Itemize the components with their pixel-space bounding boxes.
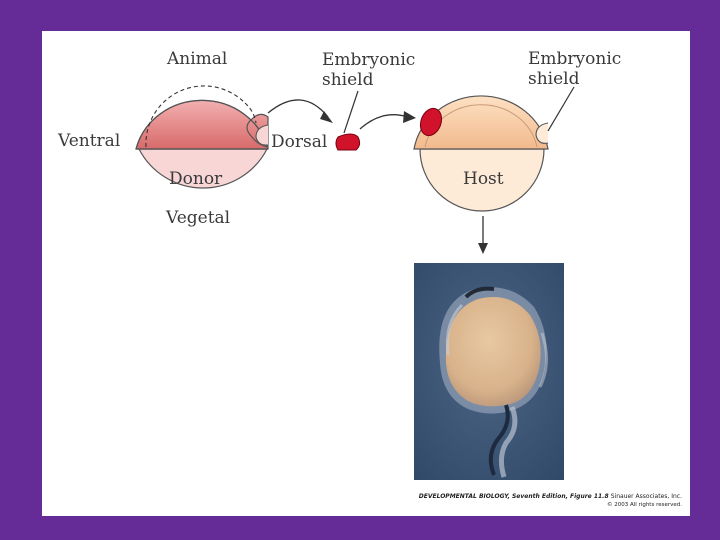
host-embryo (414, 96, 548, 211)
label-animal: Animal (167, 49, 227, 69)
arrow-shield-to-host (360, 115, 408, 129)
grafting-diagram (42, 31, 690, 516)
embryo-micrograph (414, 263, 564, 480)
figure-caption: DEVELOPMENTAL BIOLOGY, Seventh Edition, … (419, 492, 682, 509)
excised-shield-piece (336, 134, 360, 150)
caption-copyright: © 2003 All rights reserved. (419, 501, 682, 509)
label-donor: Donor (169, 169, 222, 189)
label-ventral: Ventral (58, 131, 120, 151)
label-shield-left-line1: Embryonic (322, 50, 415, 70)
label-shield-left-line2: shield (322, 70, 374, 90)
label-host: Host (463, 169, 504, 189)
label-shield-right-line1: Embryonic (528, 49, 621, 69)
slide-canvas: Animal Ventral Dorsal Donor Vegetal Embr… (42, 31, 690, 516)
label-shield-right-line2: shield (528, 69, 580, 89)
arrow-donor-to-shield (268, 100, 328, 117)
shield-pointer-right (548, 87, 574, 131)
caption-source: DEVELOPMENTAL BIOLOGY, Seventh Edition, … (419, 493, 609, 500)
caption-publisher: Sinauer Associates, Inc. (611, 493, 682, 500)
label-vegetal: Vegetal (166, 208, 230, 228)
shield-pointer-left (344, 91, 358, 133)
label-dorsal: Dorsal (271, 132, 327, 152)
